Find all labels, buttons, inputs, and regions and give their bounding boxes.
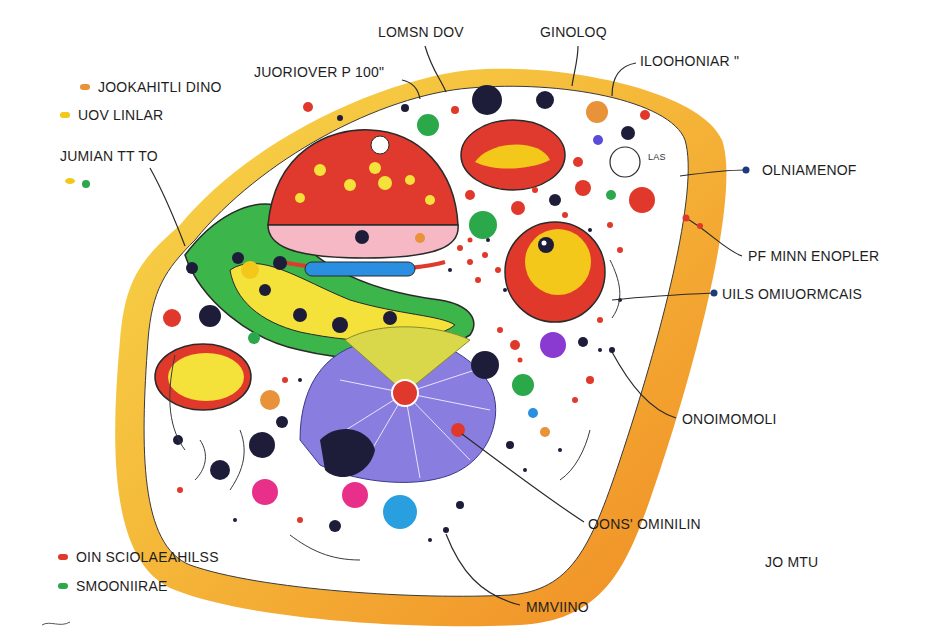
part-label: JO MTU bbox=[765, 554, 818, 570]
part-label: OONS' OMINILIN bbox=[588, 516, 701, 532]
legend-text: SMOONIIRAE bbox=[76, 578, 167, 594]
part-label: UILS OMIUORMCAIS bbox=[722, 286, 862, 302]
part-label: MMVIINO bbox=[526, 599, 589, 615]
part-label: PF MINN ENOPLER bbox=[748, 248, 879, 264]
part-label: OLNIAMENOF bbox=[762, 162, 857, 178]
legend-item: JOOKAHITLI DINO bbox=[80, 79, 222, 95]
part-label: JUORIOVER P 100" bbox=[254, 64, 384, 80]
legend-swatch bbox=[80, 84, 90, 90]
legend-item: SMOONIIRAE bbox=[58, 578, 167, 594]
legend-item: OIN SCIOLAEAHILSS bbox=[58, 549, 219, 565]
legend-swatch bbox=[58, 554, 68, 560]
part-label: ILOOHONIAR " bbox=[640, 53, 739, 69]
legend-item: UOV LINLAR bbox=[60, 107, 163, 123]
part-label: JUMIAN TT TO bbox=[60, 148, 158, 164]
legend-text: JOOKAHITLI DINO bbox=[98, 79, 222, 95]
part-label: ONOIMOMOLI bbox=[682, 411, 777, 427]
legend-swatch bbox=[58, 583, 68, 589]
legend-text: OIN SCIOLAEAHILSS bbox=[76, 549, 219, 565]
legend-text: UOV LINLAR bbox=[78, 107, 163, 123]
part-label: LOMSN DOV bbox=[378, 24, 464, 40]
legend-swatch bbox=[60, 112, 70, 118]
part-label: GINOLOQ bbox=[540, 24, 607, 40]
part-label: LAS bbox=[648, 152, 666, 162]
